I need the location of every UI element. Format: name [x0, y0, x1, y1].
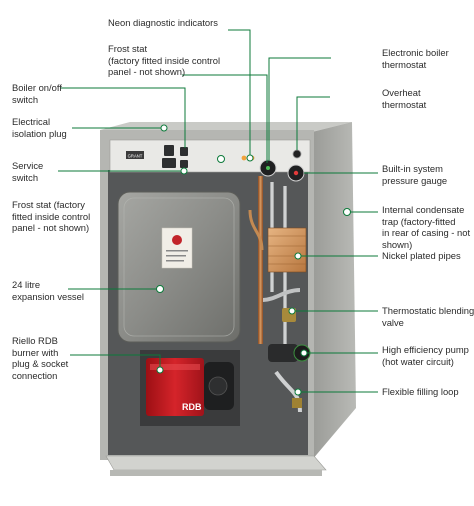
boiler-switch [164, 145, 174, 156]
marker-frost-top [217, 155, 225, 163]
label-filling-loop: Flexible filling loop [382, 386, 459, 397]
marker-condensate-trap [343, 208, 351, 216]
label-frost-stat-left: Frost stat (factory fitted inside contro… [12, 199, 91, 233]
plate-heat-exchanger [267, 227, 307, 273]
label-electronic-thermostat: Electronic boiler thermostat [382, 47, 449, 70]
label-boiler-switch: Boiler on/off switch [12, 82, 62, 105]
pipe-vertical-1 [258, 176, 263, 344]
label-pump: High efficiency pump (hot water circuit) [382, 344, 469, 367]
label-neon-indicators: Neon diagnostic indicators [108, 17, 218, 28]
label-pressure-gauge: Built-in system pressure gauge [382, 163, 448, 186]
marker-isolation-plug [160, 124, 168, 132]
overheat-thermostat-knob [292, 149, 302, 159]
control-logo [126, 151, 144, 159]
casing-side [312, 122, 356, 460]
label-condensate-trap: Internal condensate trap (factory-fitted… [382, 204, 471, 250]
control-brand: GRANT [128, 154, 143, 159]
marker-expansion-vessel [156, 285, 164, 293]
label-overheat-thermostat: Overheat thermostat [382, 87, 427, 110]
marker-burner [156, 366, 164, 374]
label-frost-stat-top: Frost stat (factory fitted inside contro… [108, 43, 221, 77]
marker-nickel-pipes [294, 252, 302, 260]
marker-neon [246, 154, 254, 162]
neon-indicator-1 [241, 155, 247, 161]
vessel-sticker [161, 227, 193, 269]
pump-body [268, 344, 298, 362]
service-switch [180, 147, 188, 156]
label-burner: Riello RDB burner with plug & socket con… [12, 335, 69, 381]
marker-pump [300, 349, 308, 357]
label-expansion-vessel: 24 litre expansion vessel [12, 279, 84, 302]
label-blending-valve: Thermostatic blending valve [382, 305, 474, 328]
label-isolation-plug: Electrical isolation plug [12, 116, 67, 139]
label-service-switch: Service switch [12, 160, 44, 183]
marker-service-switch [180, 167, 188, 175]
marker-filling-loop [294, 388, 302, 396]
service-switch-lower [180, 160, 188, 168]
burner-brand: RDB [182, 402, 202, 412]
marker-blending-valve [288, 307, 296, 315]
isolation-plug [162, 158, 176, 168]
label-nickel-pipes: Nickel plated pipes [382, 250, 461, 261]
base-plinth [105, 455, 327, 471]
